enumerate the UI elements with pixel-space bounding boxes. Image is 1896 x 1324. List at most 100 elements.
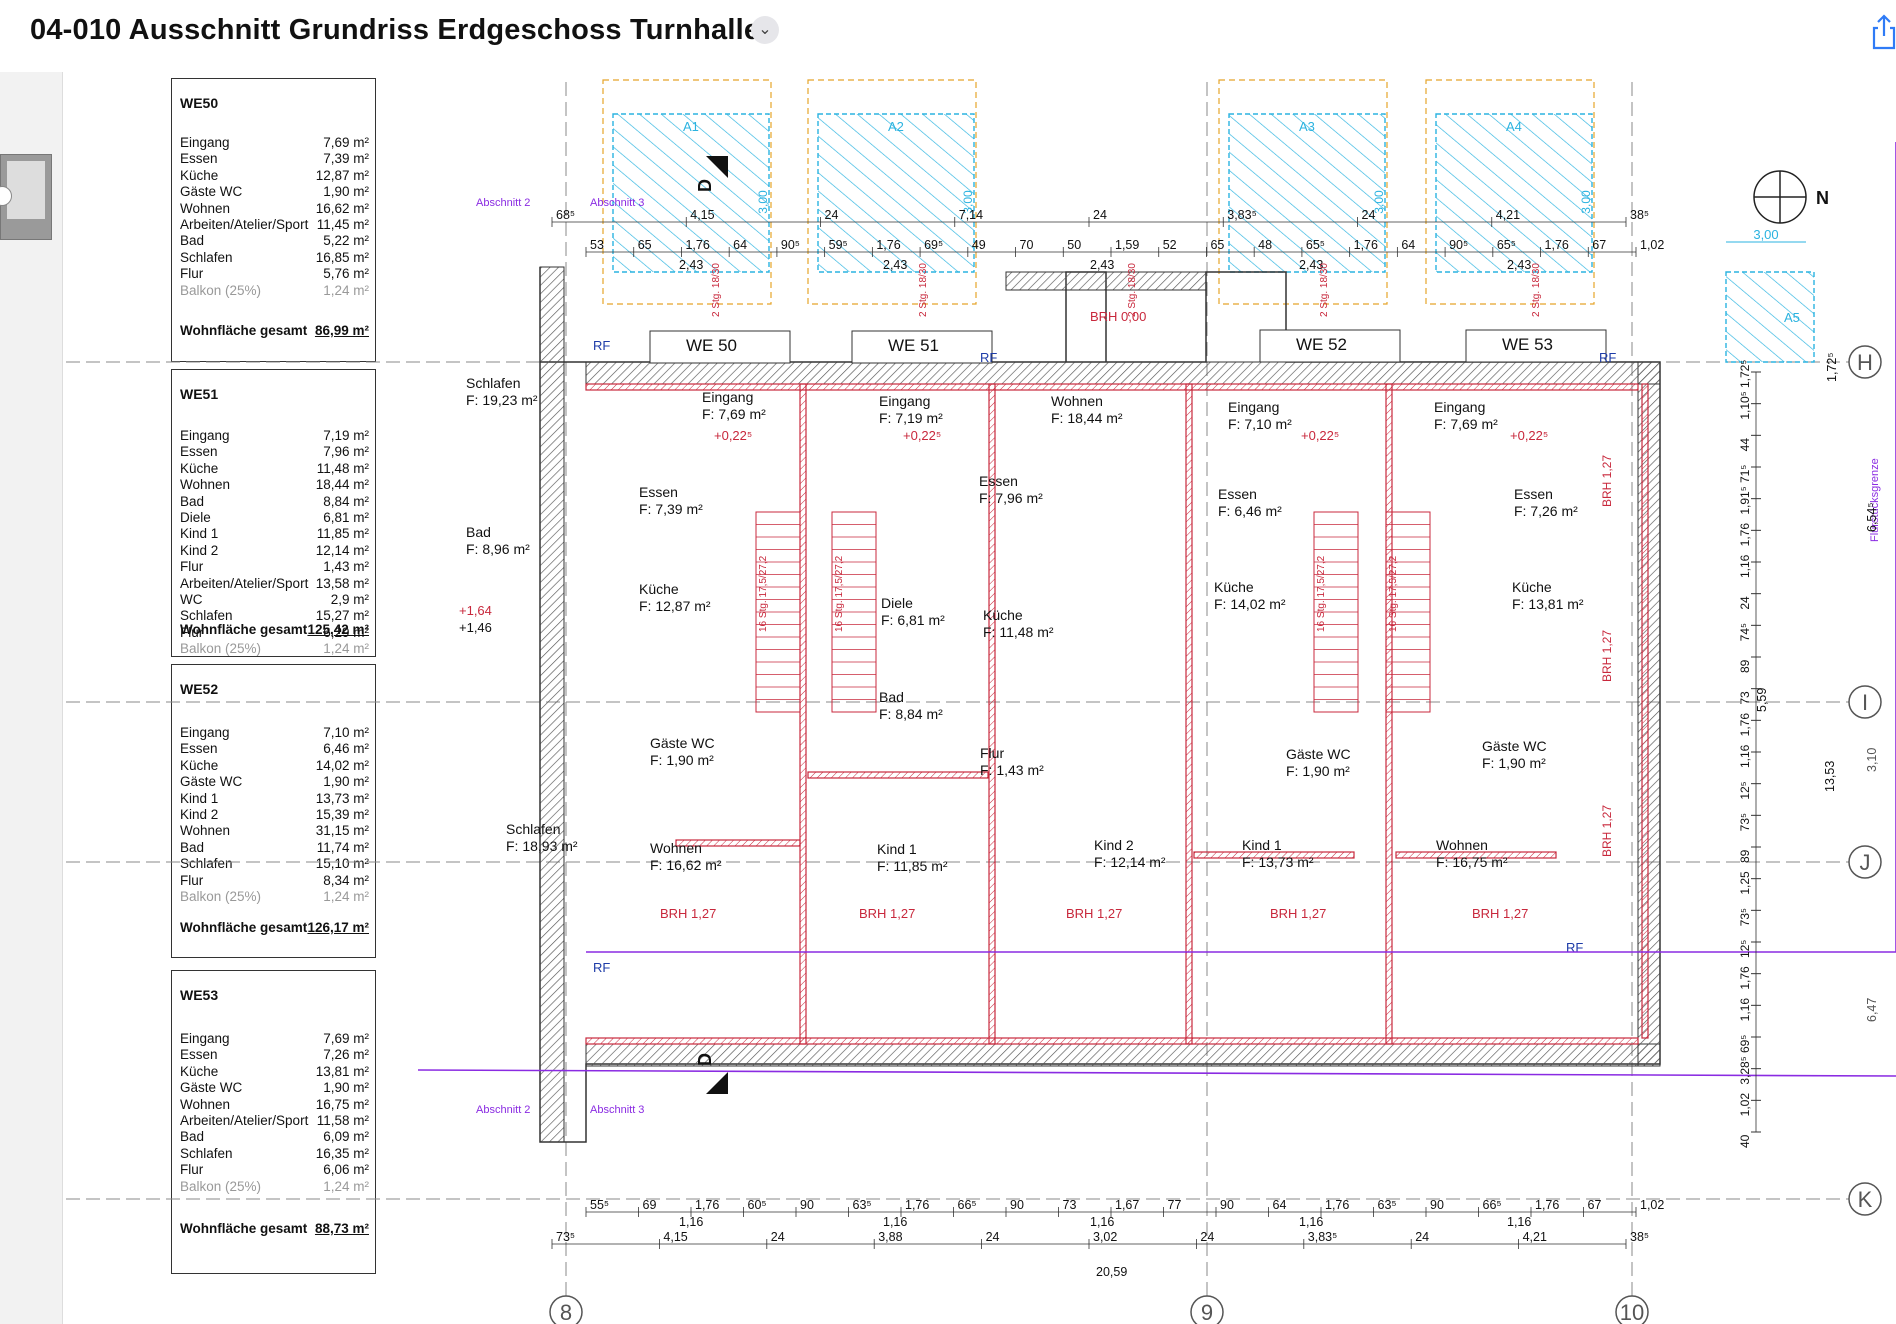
grid-row-label: I xyxy=(1862,690,1868,715)
level-label: +0,22⁵ xyxy=(714,428,752,443)
dimension-label: 1,16 xyxy=(1090,1215,1114,1229)
rf-label: RF xyxy=(980,350,997,365)
grid-row-label: H xyxy=(1857,350,1873,375)
dimension-label: 3,28⁵ xyxy=(1738,1056,1752,1084)
room-name: Küche xyxy=(1512,579,1552,595)
room-area: 7,96 m² xyxy=(323,444,369,460)
room-area: 11,58 m² xyxy=(316,1112,369,1128)
room-area: 13,73 m² xyxy=(315,790,369,806)
dimension-label: 24 xyxy=(1200,1230,1214,1244)
room-area: 7,26 m² xyxy=(323,1047,369,1063)
dimension-label: 90⁵ xyxy=(1449,238,1468,252)
room-area: 14,02 m² xyxy=(315,757,369,773)
total-value: 88,73 m² xyxy=(314,1221,369,1236)
total-label: Wohnfläche gesamt xyxy=(180,1221,308,1236)
room-label: Essen xyxy=(180,741,218,757)
dimension-label: 65 xyxy=(1210,238,1224,252)
room-area-label: F: 8,84 m² xyxy=(879,706,943,722)
exterior-wall xyxy=(539,266,565,1143)
dimension-label: 1,76 xyxy=(1738,523,1752,547)
grid-row-marker xyxy=(1848,845,1882,879)
room-area: 1,24 m² xyxy=(323,1178,369,1194)
room-label: Essen xyxy=(180,444,218,460)
room-name: Essen xyxy=(979,473,1018,489)
step-label: 2 Stg. 18/30 xyxy=(1127,263,1138,317)
section-label: Abschnitt 2 xyxy=(476,197,530,209)
share-icon[interactable] xyxy=(1870,12,1896,52)
balcony-outline xyxy=(1425,79,1595,305)
room-area: 6,09 m² xyxy=(323,1129,369,1145)
room-area-label: F: 18,44 m² xyxy=(1051,410,1123,426)
room-area: 16,75 m² xyxy=(315,1096,369,1112)
room-label: Flur xyxy=(180,266,204,282)
room-label: Bad xyxy=(180,839,205,855)
grid-row-marker xyxy=(1848,345,1882,379)
room-area-label: F: 7,39 m² xyxy=(639,501,703,517)
dimension-label: 1,76 xyxy=(1325,1198,1349,1212)
dimension-label: 90 xyxy=(1430,1198,1444,1212)
room-label: Flur xyxy=(180,559,204,575)
brh-label: BRH 1,27 xyxy=(1600,630,1614,682)
room-area-label: F: 14,02 m² xyxy=(1214,596,1286,612)
interior-wall xyxy=(799,383,807,1045)
grid-row-label: J xyxy=(1860,850,1871,875)
balcony-dim: 3,00 xyxy=(756,190,770,214)
room-name: Eingang xyxy=(702,389,753,405)
room-area-label: F: 11,48 m² xyxy=(983,624,1054,640)
room-name: Flur xyxy=(980,745,1004,761)
dimension-label: 53 xyxy=(590,238,604,252)
dimension-label: 52 xyxy=(1163,238,1177,252)
room-label: Bad xyxy=(180,493,205,509)
room-area: 1,24 m² xyxy=(323,282,369,298)
dimension-label: 74⁵ xyxy=(1738,623,1752,641)
room-name: Gäste WC xyxy=(650,735,715,751)
room-label: Wohnen xyxy=(180,1096,231,1112)
interior-wall xyxy=(1385,383,1393,1045)
interior-wall xyxy=(1193,851,1355,859)
panel-title: WE53 xyxy=(180,987,219,1003)
room-area-label: F: 16,75 m² xyxy=(1436,854,1508,870)
room-area-label: F: 18,93 m² xyxy=(506,838,578,854)
room-area-label: F: 1,90 m² xyxy=(1482,755,1546,771)
room-area: 13,81 m² xyxy=(315,1063,369,1079)
room-label: Küche xyxy=(180,460,219,476)
page-thumbnail[interactable] xyxy=(0,154,52,240)
dimension-label: 2,43 xyxy=(1090,258,1114,272)
dimension-label: 5,59 xyxy=(1755,688,1769,712)
dimension-label: 67 xyxy=(1592,238,1606,252)
dimension-label: 1,16 xyxy=(1738,998,1752,1022)
room-area: 15,27 m² xyxy=(315,608,369,624)
room-area-label: F: 12,87 m² xyxy=(639,598,711,614)
chevron-down-icon[interactable]: ⌄ xyxy=(751,16,779,44)
room-area-label: F: 7,19 m² xyxy=(879,410,943,426)
document-title[interactable]: 04-010 Ausschnitt Grundriss Erdgeschoss … xyxy=(30,14,761,46)
room-label: Schlafen xyxy=(180,608,233,624)
balcony-label: A5 xyxy=(1784,310,1800,325)
room-area: 1,90 m² xyxy=(323,774,369,790)
brh-label: BRH 1,27 xyxy=(1472,906,1528,921)
brh-label: BRH 1,27 xyxy=(660,906,716,921)
dimension-label: 89 xyxy=(1738,659,1752,673)
balcony-area xyxy=(1725,271,1815,363)
exterior-wall xyxy=(1637,361,1661,1067)
room-label: Wohnen xyxy=(180,477,231,493)
grid-col-label: 10 xyxy=(1620,1300,1644,1324)
dimension-label: 68⁵ xyxy=(556,208,575,222)
dimension-label: 1,02 xyxy=(1640,238,1664,252)
dimension-label: 65⁵ xyxy=(1497,238,1516,252)
